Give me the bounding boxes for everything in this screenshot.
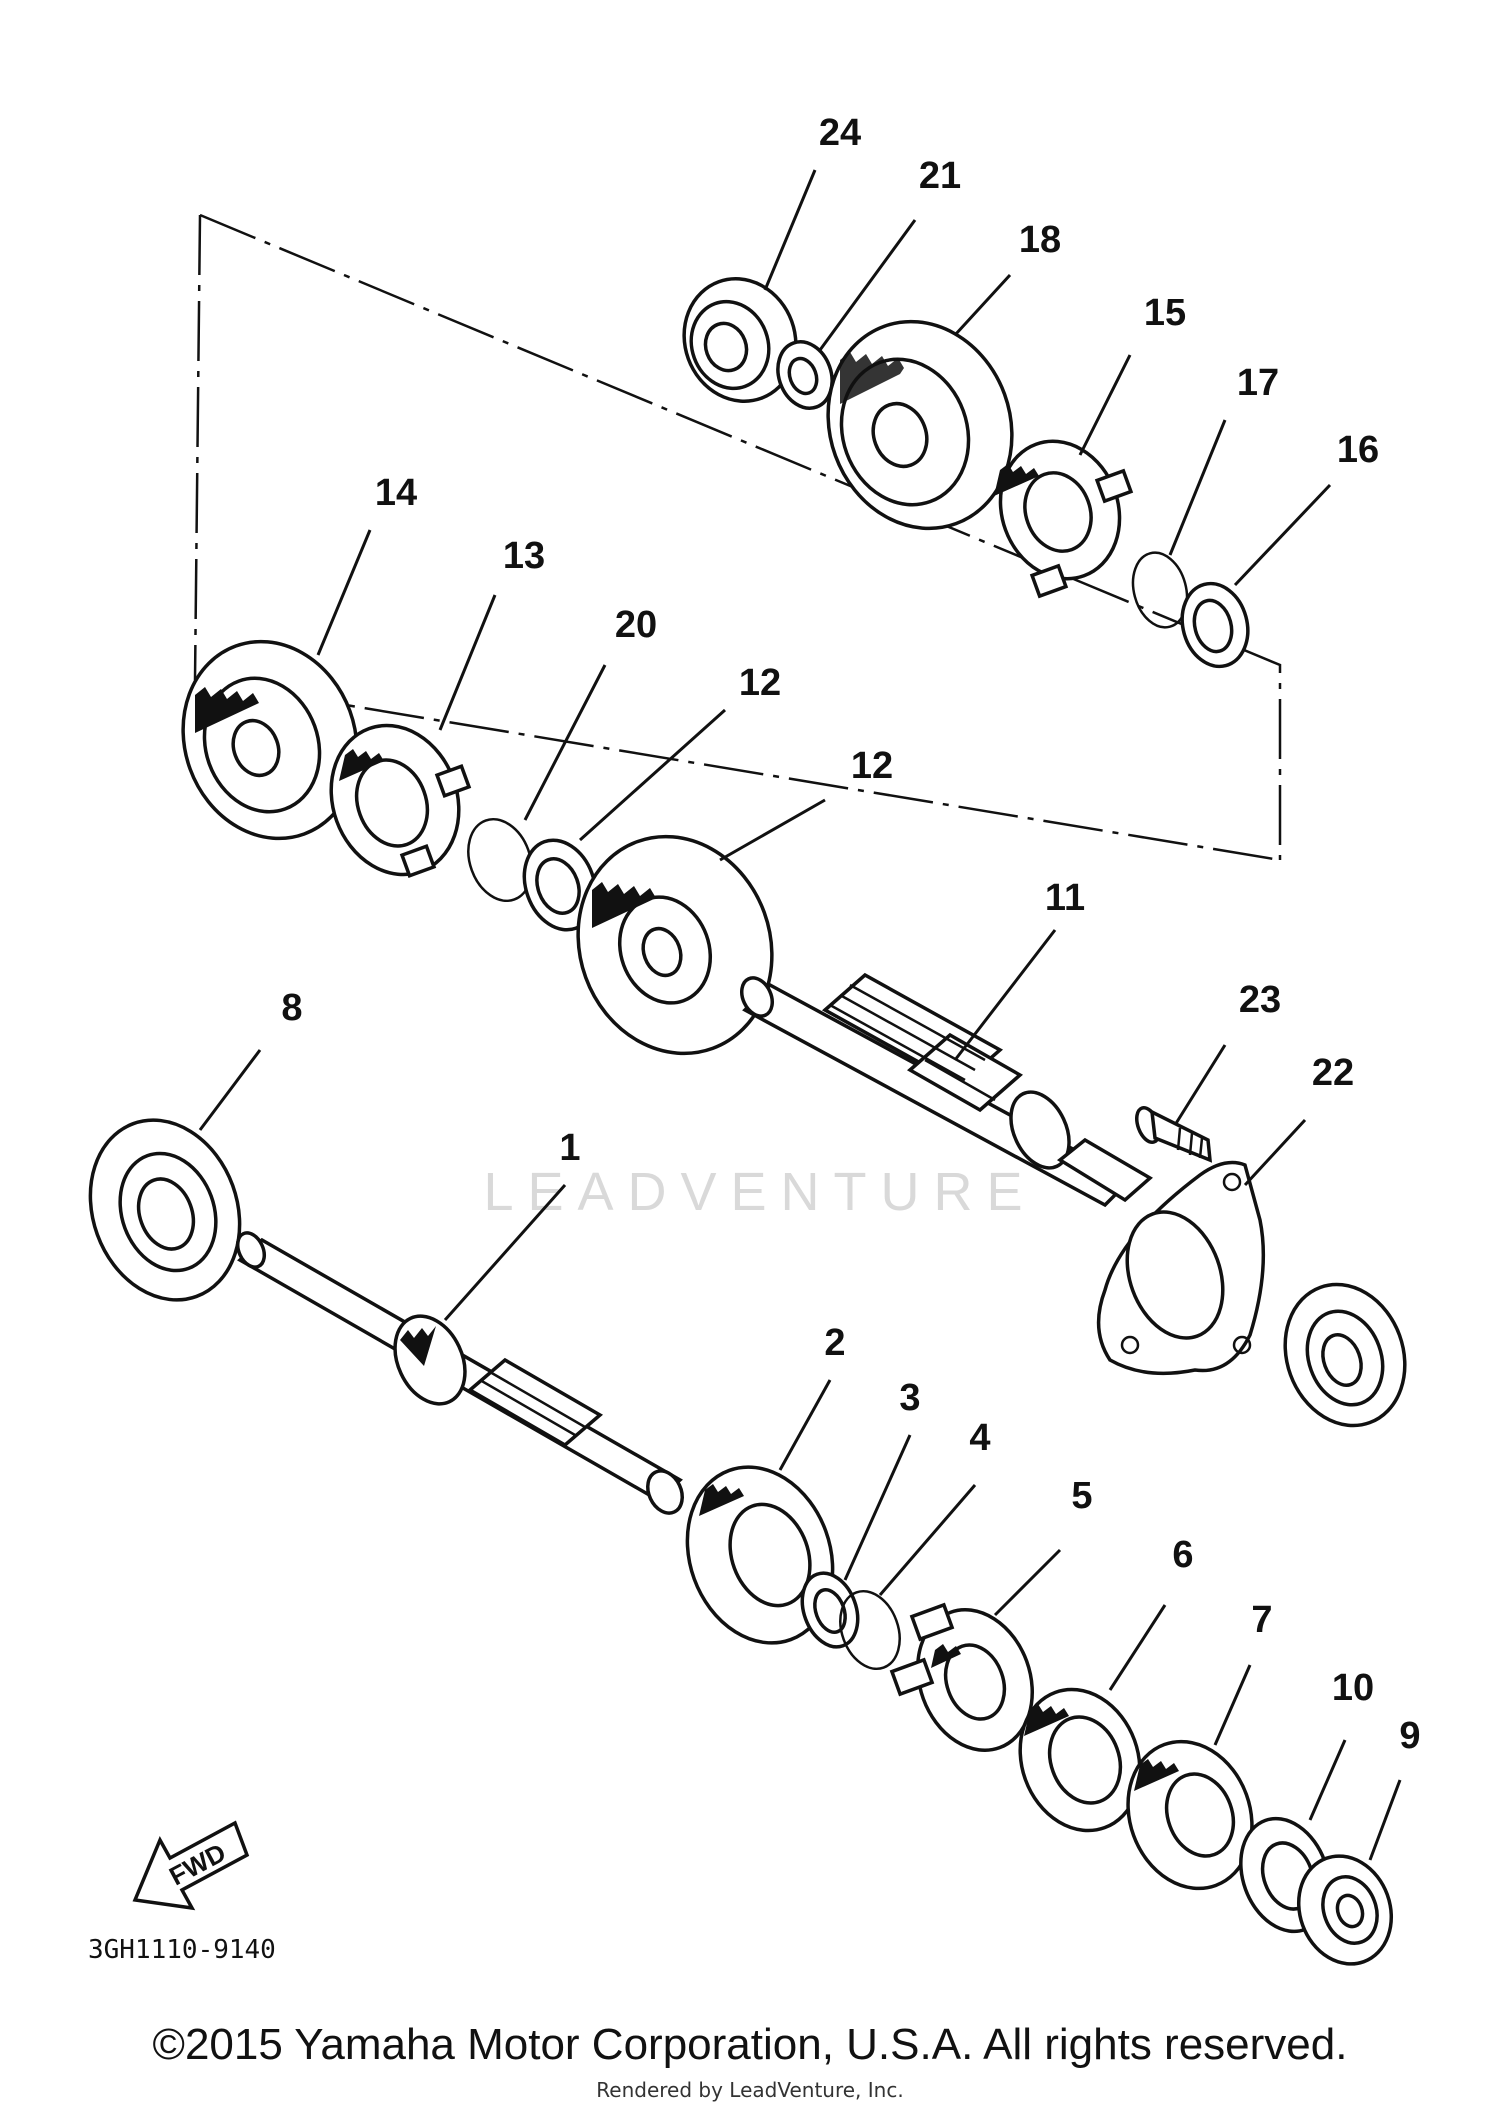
callout-11[interactable]: 11 [1045,877,1085,919]
callout-20[interactable]: 20 [615,604,657,646]
callout-21[interactable]: 21 [919,155,961,197]
part-14-gear[interactable] [156,617,384,863]
callout-13[interactable]: 13 [503,535,545,577]
part-4-circlip[interactable] [830,1583,910,1677]
callout-12-washer[interactable]: 12 [739,662,781,704]
part-18-gear[interactable] [800,296,1041,555]
part-15-gear[interactable] [982,424,1139,599]
callout-1[interactable]: 1 [559,1127,580,1169]
callout-9[interactable]: 9 [1399,1715,1420,1757]
leader-lines [198,169,1402,1861]
callout-24[interactable]: 24 [819,112,861,154]
callout-7[interactable]: 7 [1251,1599,1272,1641]
callout-17[interactable]: 17 [1237,362,1279,404]
callouts: 24 21 18 15 17 16 14 13 20 12 12 11 23 2… [281,112,1420,1757]
callout-16[interactable]: 16 [1337,429,1379,471]
part-3-washer[interactable] [793,1565,868,1654]
part-9-bearing[interactable] [1284,1843,1406,1977]
watermark: LEADVENTURE [483,1162,1036,1222]
part-bearing-right[interactable] [1266,1268,1424,1443]
part-8-bearing[interactable] [66,1099,264,1321]
grouping-frame [193,213,1282,862]
callout-5[interactable]: 5 [1071,1475,1092,1517]
part-2-gear[interactable] [663,1446,856,1663]
callout-22[interactable]: 22 [1312,1052,1354,1094]
part-1-main-axle[interactable] [233,1229,689,1519]
drawing-code: 3GH1110-9140 [88,1935,276,1965]
callout-23[interactable]: 23 [1239,979,1281,1021]
callout-18[interactable]: 18 [1019,219,1061,261]
part-23-bolt[interactable] [1132,1105,1213,1163]
callout-15[interactable]: 15 [1144,292,1186,334]
callout-8[interactable]: 8 [281,987,302,1029]
part-16-washer[interactable] [1173,576,1257,674]
part-12-gear[interactable] [548,809,802,1081]
part-12-washer[interactable] [512,830,607,940]
callout-14[interactable]: 14 [375,472,417,514]
callout-2[interactable]: 2 [824,1322,845,1364]
callout-12-gear[interactable]: 12 [851,745,893,787]
part-20-circlip[interactable] [457,810,542,909]
copyright-notice: ©2015 Yamaha Motor Corporation, U.S.A. A… [152,2020,1348,2069]
callout-4[interactable]: 4 [969,1417,990,1459]
part-13-gear[interactable] [311,707,480,892]
part-24-bearing[interactable] [667,263,813,417]
callout-10[interactable]: 10 [1332,1667,1374,1709]
fwd-arrow-icon: FWD [132,1820,250,1911]
callout-6[interactable]: 6 [1172,1534,1193,1576]
rendered-by-notice: Rendered by LeadVenture, Inc. [596,2078,904,2102]
part-17-circlip[interactable] [1125,547,1195,634]
part-6-gear[interactable] [1001,1673,1159,1848]
part-21-washer[interactable] [769,334,841,416]
part-5-gear[interactable] [889,1594,1051,1767]
callout-3[interactable]: 3 [899,1377,920,1419]
part-7-gear[interactable] [1108,1724,1272,1906]
part-22-plate[interactable] [1096,1160,1266,1376]
